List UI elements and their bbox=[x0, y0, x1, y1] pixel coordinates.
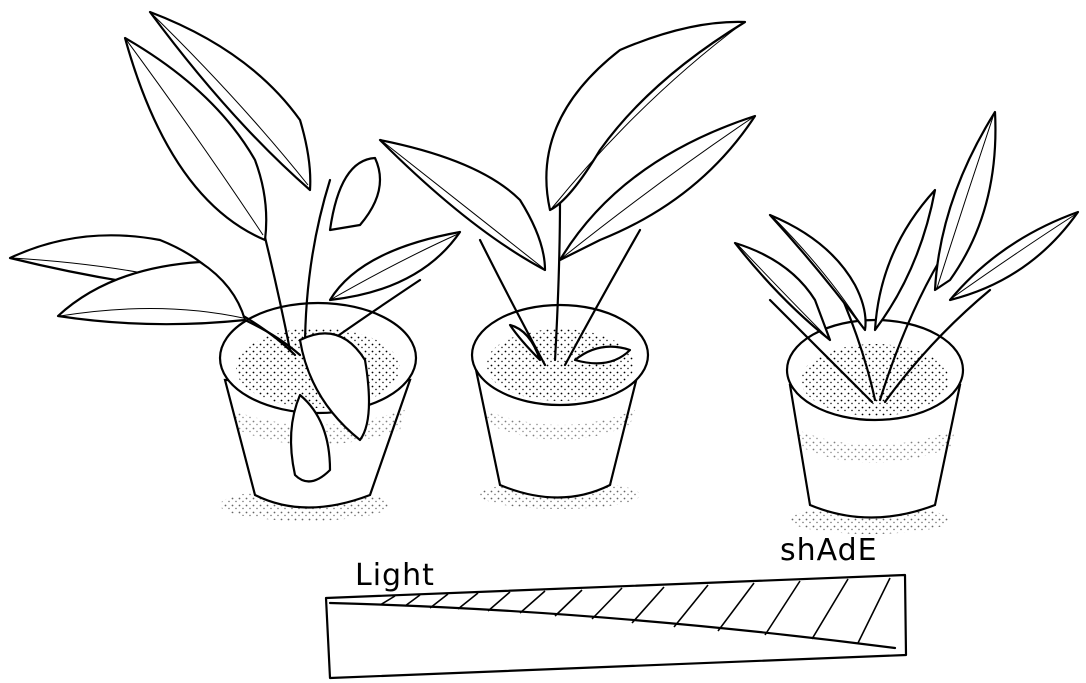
plant-middle bbox=[380, 22, 755, 509]
light-label: Light bbox=[355, 558, 435, 593]
plant-left bbox=[10, 12, 460, 521]
shade-label: shAdE bbox=[780, 533, 878, 568]
plant-right bbox=[735, 112, 1078, 534]
